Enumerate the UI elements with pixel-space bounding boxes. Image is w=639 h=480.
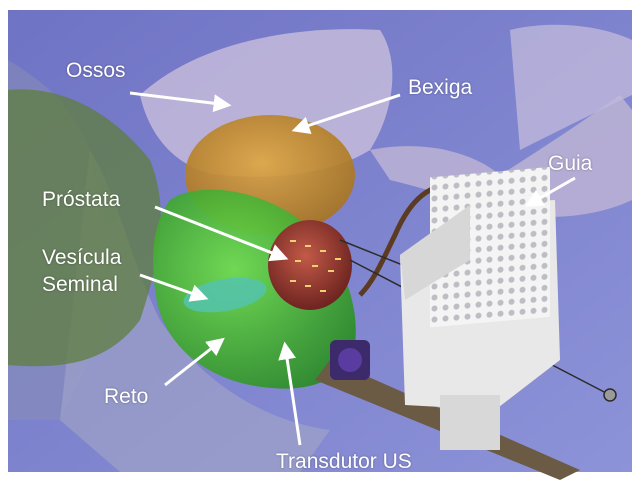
prostate-shape <box>268 220 352 310</box>
label-transdutor: Transdutor US <box>276 450 412 473</box>
label-prostata: Próstata <box>42 188 120 211</box>
label-vesicula-line1: Vesícula <box>42 246 121 269</box>
label-bexiga: Bexiga <box>408 76 472 99</box>
label-guia: Guia <box>548 152 592 175</box>
label-reto: Reto <box>104 385 148 408</box>
label-ossos: Ossos <box>66 59 126 82</box>
label-vesicula-line2: Seminal <box>42 273 118 296</box>
